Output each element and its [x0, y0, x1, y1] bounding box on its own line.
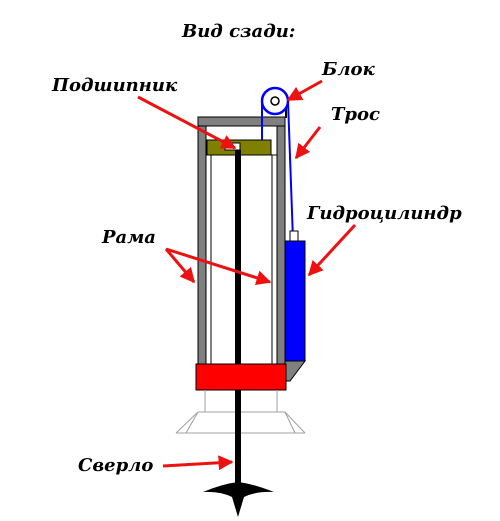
frame-left-inner-post [205, 154, 212, 365]
hydraulic-cylinder [284, 230, 306, 382]
arrow-pulley [286, 79, 323, 102]
frame-left-outer-post [197, 125, 207, 365]
cylinder-rod-cap [289, 230, 299, 242]
label-pulley: Блок [321, 59, 376, 80]
frame-right-outer-post [276, 125, 286, 365]
drill-shaft-upper [235, 150, 241, 364]
drill-bit [203, 482, 274, 517]
arrow-frame-left [164, 248, 196, 284]
pulley [260, 86, 290, 118]
arrow-cylinder [307, 223, 357, 277]
diagram-title: Вид сзади: [181, 21, 295, 42]
label-cylinder: Гидроцилиндр [306, 203, 462, 224]
label-drill: Сверло [78, 455, 153, 476]
frame-top-bar [197, 116, 286, 127]
arrow-cable [294, 126, 322, 160]
cylinder-body [284, 240, 306, 362]
cable [261, 100, 294, 241]
callout-arrows [137, 79, 357, 471]
arrow-frame-right [165, 247, 272, 286]
drill [203, 390, 274, 517]
arrow-bearing [137, 95, 237, 150]
pulley-axle [270, 96, 280, 106]
cylinder-mount [284, 360, 306, 382]
cable-right-run [287, 100, 294, 241]
frame-right-inner-post [271, 154, 278, 365]
label-cable: Трос [331, 104, 380, 125]
drill-shaft-lower [235, 390, 241, 485]
arrow-drill [162, 455, 234, 471]
label-frame: Рама [101, 227, 156, 248]
base-block [195, 363, 287, 391]
label-bearing: Подшипник [51, 75, 178, 96]
